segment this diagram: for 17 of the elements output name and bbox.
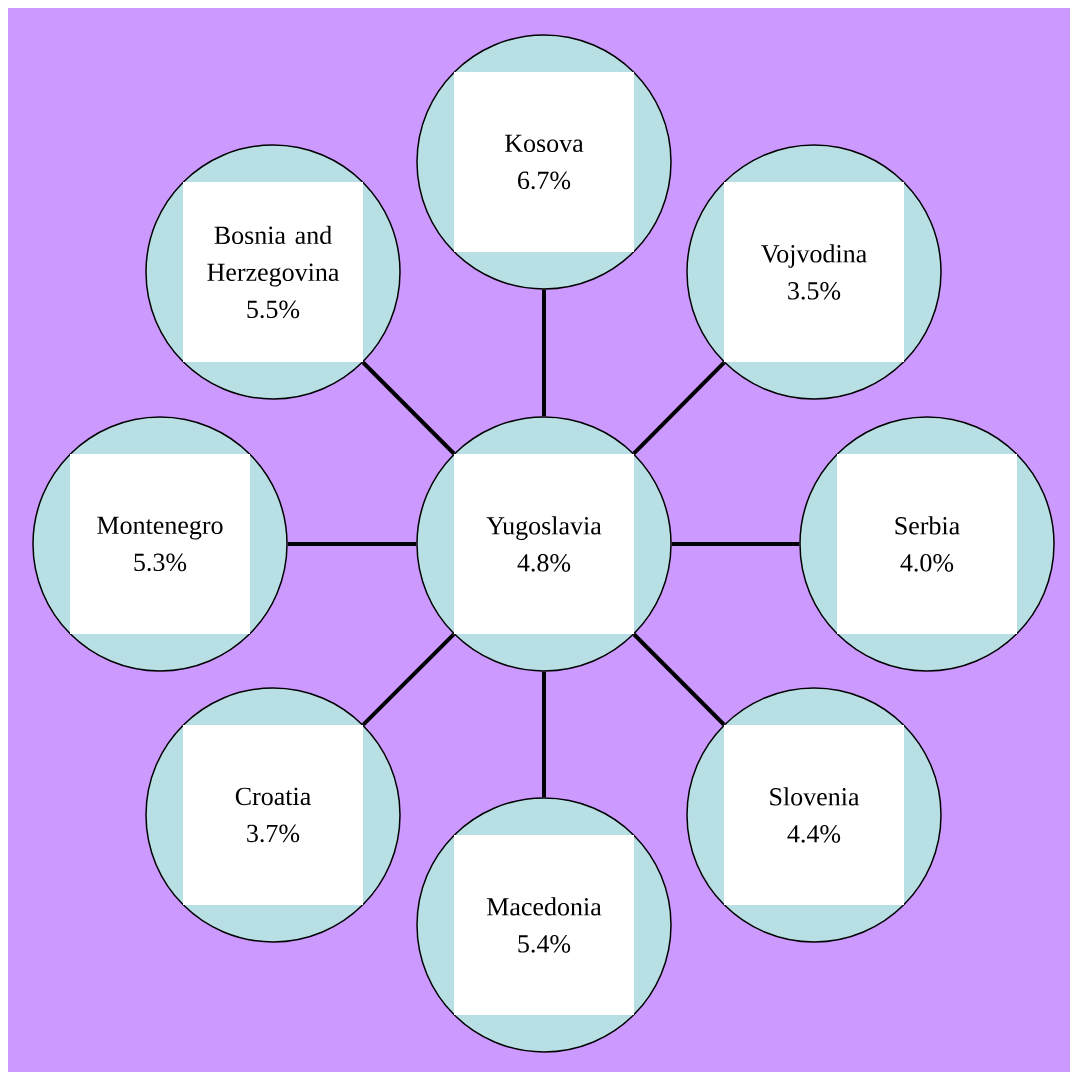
circle-node: Croatia 3.7% (145, 687, 401, 943)
connector-line (287, 542, 417, 546)
connector-line (671, 542, 800, 546)
circle-node: Vojvodina 3.5% (686, 144, 942, 400)
circle-node: Bosnia and Herzegovina 5.5% (145, 144, 401, 400)
connector-line (632, 361, 726, 455)
circle-node: Kosova 6.7% (416, 34, 672, 290)
connector-line (361, 632, 456, 727)
connector-line (632, 633, 726, 726)
connector-line (361, 361, 456, 455)
circle-node: Slovenia 4.4% (686, 687, 942, 943)
circle-node: Serbia 4.0% (799, 416, 1055, 672)
circle-node: Macedonia 5.4% (416, 797, 672, 1053)
connector-line (542, 671, 546, 798)
circle-node: Montenegro 5.3% (32, 416, 288, 672)
connector-line (542, 289, 546, 417)
circle-node: Yugoslavia 4.8% (416, 416, 672, 672)
